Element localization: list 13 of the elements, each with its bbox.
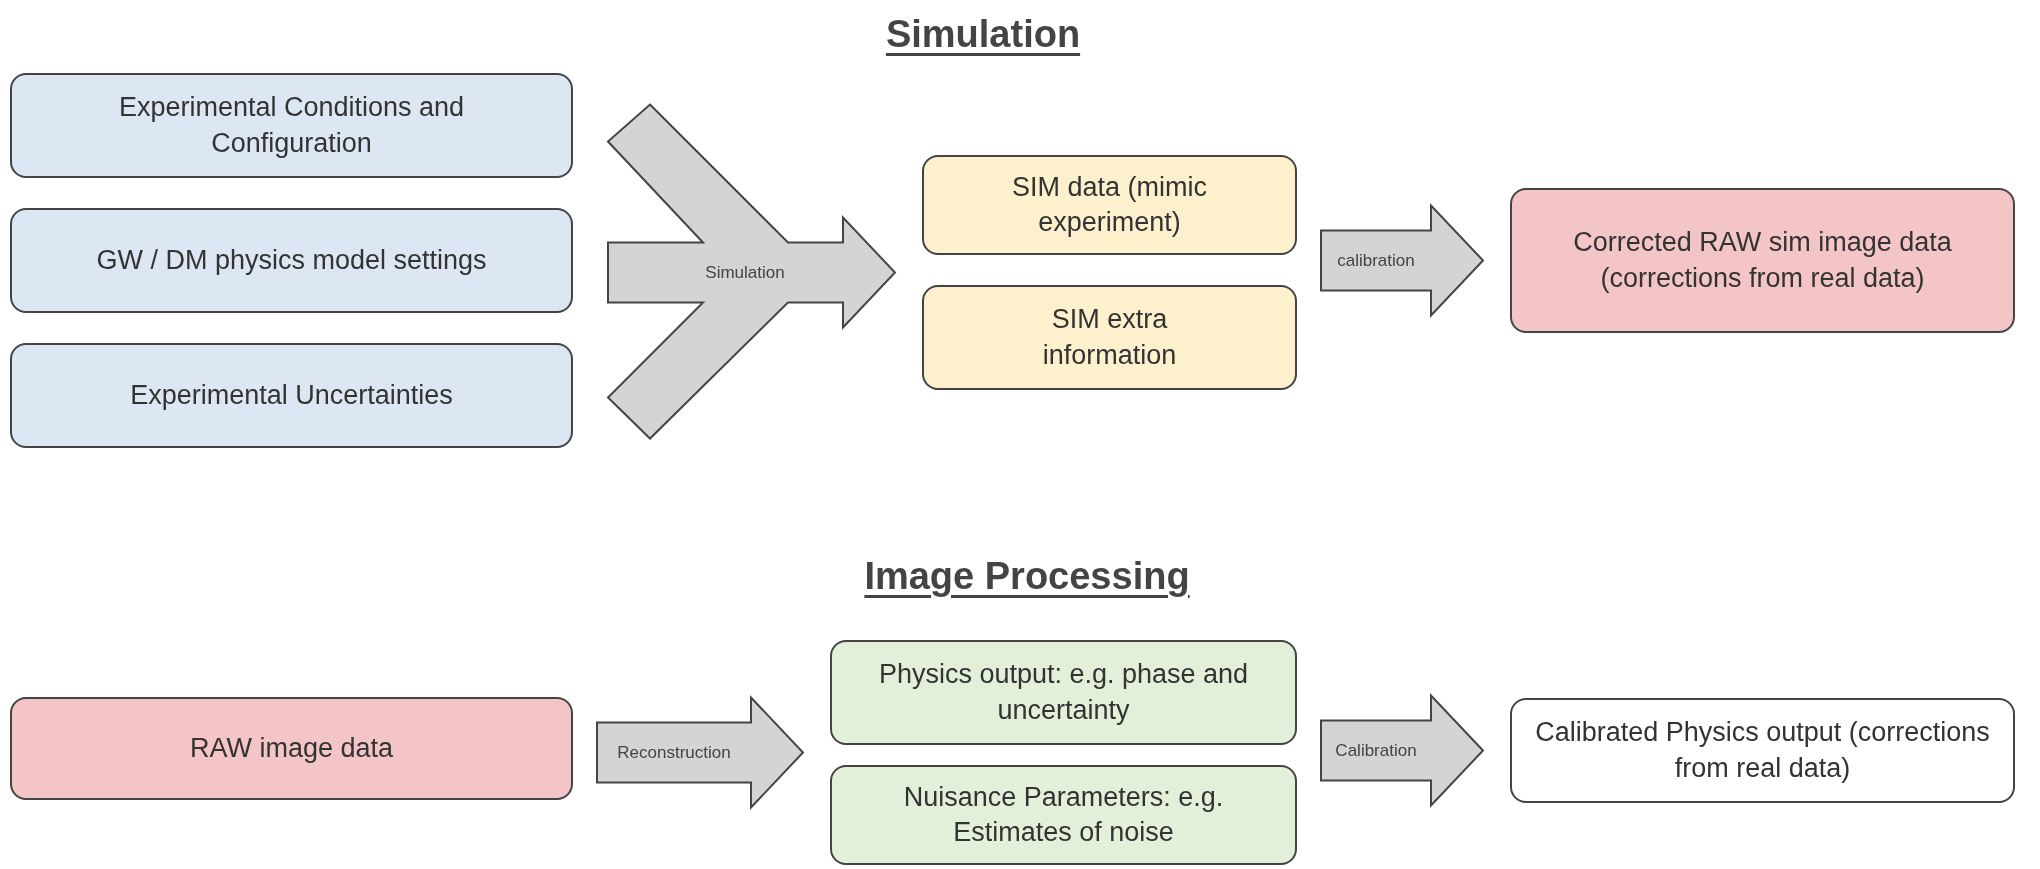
process-box: Experimental Uncertainties bbox=[10, 343, 573, 448]
process-box: SIM extra information bbox=[922, 285, 1297, 390]
section-title: Image Processing bbox=[864, 554, 1190, 599]
process-box: Calibrated Physics output (corrections from real data) bbox=[1510, 698, 2015, 803]
process-box: RAW image data bbox=[10, 697, 573, 800]
process-box: GW / DM physics model settings bbox=[10, 208, 573, 313]
block-arrow bbox=[606, 103, 897, 440]
process-box: Physics output: e.g. phase and uncertainty bbox=[830, 640, 1297, 745]
process-box: Corrected RAW sim image data (corrections from real data) bbox=[1510, 188, 2015, 333]
section-title: Simulation bbox=[885, 12, 1081, 57]
process-box: Experimental Conditions and Configuration bbox=[10, 73, 573, 178]
process-box: Nuisance Parameters: e.g. Estimates of noise bbox=[830, 765, 1297, 865]
process-box: SIM data (mimic experiment) bbox=[922, 155, 1297, 255]
